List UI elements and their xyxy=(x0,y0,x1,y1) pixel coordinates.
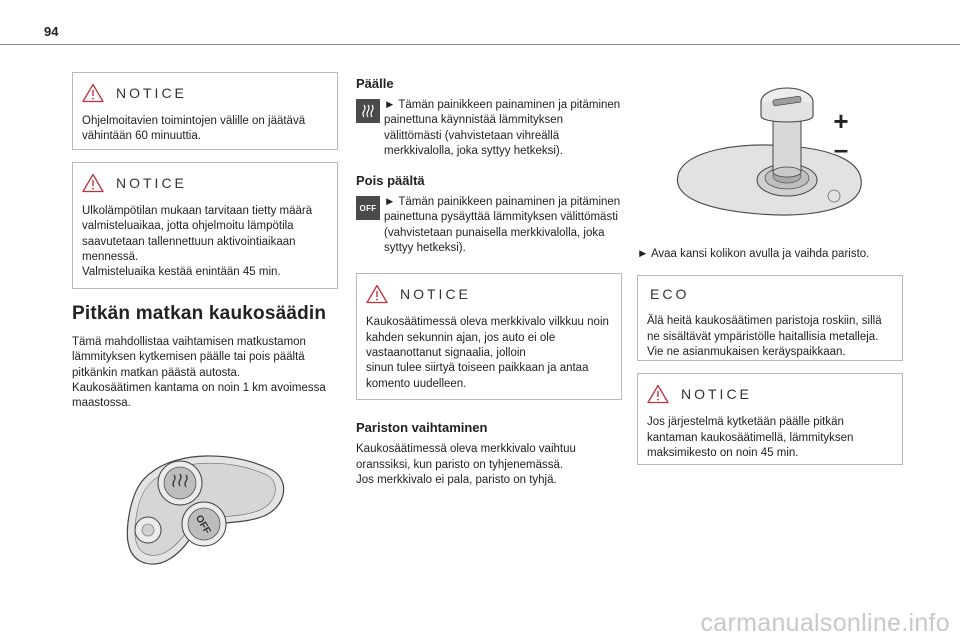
subsection-title-off: Pois päältä xyxy=(356,173,425,189)
notice-box: NOTICE Ohjelmoitavien toimintojen välill… xyxy=(72,72,338,150)
warning-icon xyxy=(366,285,388,304)
instruction-on: ► Tämän painikkeen painaminen ja pitämin… xyxy=(356,98,622,159)
instruction-off: OFF ► Tämän painikkeen painaminen ja pit… xyxy=(356,195,622,256)
instruction-text: ► Tämän painikkeen painaminen ja pitämin… xyxy=(384,196,621,255)
notice-text: Kaukosäätimessä oleva merkkivalo vilkkuu… xyxy=(366,315,612,391)
notice-paragraph: Kaukosäätimessä oleva merkkivalo vilkkuu… xyxy=(366,316,609,359)
notice-text: Jos järjestelmä kytketään päälle pitkän … xyxy=(647,416,854,459)
notice-title: NOTICE xyxy=(116,85,187,101)
column-middle: Päälle ► Tämän painikkeen painaminen ja … xyxy=(356,72,622,488)
notice-header: NOTICE xyxy=(366,284,612,304)
notice-paragraph: Valmisteluaika kestää enintään 45 min. xyxy=(82,266,281,279)
subsection-title-on: Päälle xyxy=(356,76,394,91)
body-paragraph: Kaukosäätimen kantama on noin 1 km avoim… xyxy=(72,381,326,410)
battery-cover-illustration: + – xyxy=(676,87,862,216)
header-divider xyxy=(0,44,960,45)
image-caption: ► Avaa kansi kolikon avulla ja vaihda pa… xyxy=(637,248,870,260)
notice-title: NOTICE xyxy=(681,386,752,403)
notice-box: NOTICE Jos järjestelmä kytketään päälle … xyxy=(637,373,903,466)
eco-title: ECO xyxy=(650,286,690,303)
column-left: NOTICE Ohjelmoitavien toimintojen välill… xyxy=(72,72,338,565)
subsection-title-battery: Pariston vaihtaminen xyxy=(356,420,488,436)
heating-icon xyxy=(172,473,188,488)
eco-box: ECO Älä heitä kaukosäätimen paristoja ro… xyxy=(637,275,903,362)
page-number: 94 xyxy=(44,24,59,39)
body-paragraph: Kaukosäätimessä oleva merkkivalo vaihtuu… xyxy=(356,443,576,471)
battery-body: Kaukosäätimessä oleva merkkivalo vaihtuu… xyxy=(356,442,622,488)
notice-paragraph: sinun tulee siirtyä toiseen paikkaan ja … xyxy=(366,362,589,390)
notice-title: NOTICE xyxy=(116,175,187,191)
notice-text: Ulkolämpötilan mukaan tarvitaan tietty m… xyxy=(82,204,328,280)
notice-box: NOTICE Ulkolämpötilan mukaan tarvitaan t… xyxy=(72,162,338,289)
notice-box: NOTICE Kaukosäätimessä oleva merkkivalo … xyxy=(356,273,622,401)
off-button-icon: OFF xyxy=(356,196,380,221)
minus-symbol: – xyxy=(834,134,848,164)
body-paragraph: Tämä mahdollistaa vaihtamisen matkustamo… xyxy=(72,336,306,379)
column-right: + – ► Avaa kansi kolikon avulla ja vaihd… xyxy=(637,72,903,466)
eco-text: Älä heitä kaukosäätimen paristoja roskii… xyxy=(647,315,882,358)
notice-header: NOTICE xyxy=(82,173,328,193)
notice-header: NOTICE xyxy=(647,384,893,404)
warning-icon xyxy=(82,173,104,193)
section-title: Pitkän matkan kaukosäädin xyxy=(72,303,327,324)
remote-control-illustration: OFF xyxy=(126,455,285,565)
body-paragraph: Jos merkkivalo ei pala, paristo on tyhjä… xyxy=(356,473,557,486)
section-body: Tämä mahdollistaa vaihtamisen matkustamo… xyxy=(72,335,338,411)
notice-paragraph: Ulkolämpötilan mukaan tarvitaan tietty m… xyxy=(82,205,313,263)
notice-title: NOTICE xyxy=(400,286,471,303)
footer-watermark[interactable]: carmanualsonline.info xyxy=(700,609,950,637)
eco-header: ECO xyxy=(647,286,893,302)
plus-symbol: + xyxy=(833,106,848,136)
heating-button-icon xyxy=(356,99,380,123)
warning-icon xyxy=(82,83,104,103)
instruction-text: ► Tämän painikkeen painaminen ja pitämin… xyxy=(384,99,621,157)
notice-header: NOTICE xyxy=(82,83,328,103)
notice-text: Ohjelmoitavien toimintojen välille on jä… xyxy=(82,115,306,143)
warning-icon xyxy=(647,385,669,404)
